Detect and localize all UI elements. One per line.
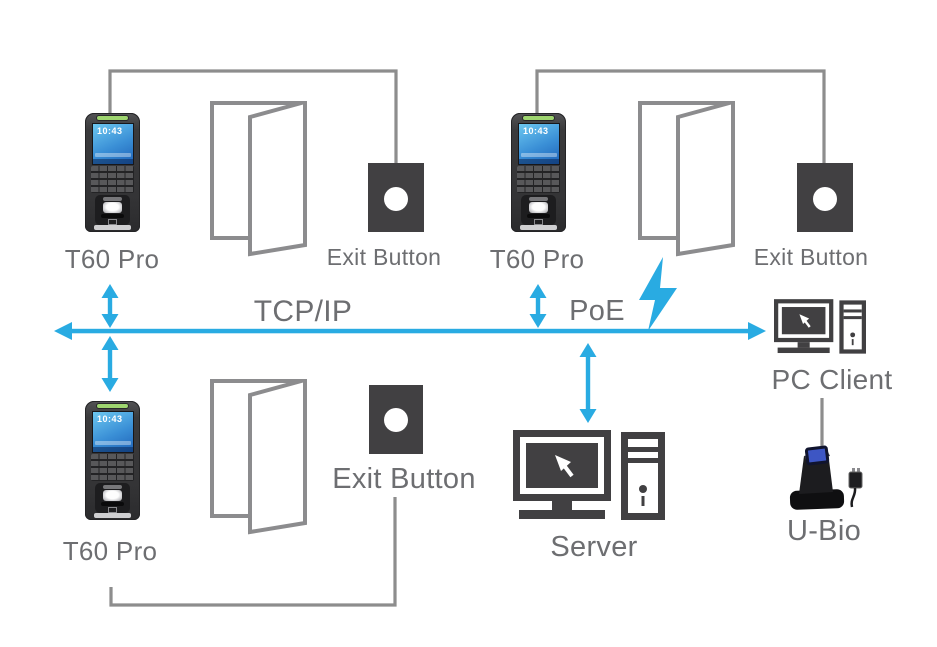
link-arrow-icon bbox=[529, 284, 547, 328]
t60-screen: 10:43 bbox=[92, 411, 134, 453]
network-bus-arrow-icon bbox=[54, 322, 766, 340]
door-icon bbox=[210, 101, 307, 256]
lightning-icon bbox=[639, 257, 677, 331]
pc-client-icon bbox=[774, 299, 866, 355]
label-exit-top-left: Exit Button bbox=[326, 244, 442, 270]
usb-reader-icon bbox=[789, 445, 863, 510]
t60-pro-terminal: 10:43 bbox=[85, 401, 140, 520]
fingerprint-sensor-icon bbox=[529, 201, 548, 214]
label-exit-bottom-left: Exit Button bbox=[332, 463, 476, 495]
label-pc-client: PC Client bbox=[771, 364, 893, 395]
t60-pro-terminal: 10:43 bbox=[511, 113, 566, 232]
t60-screen-time: 10:43 bbox=[523, 126, 549, 136]
t60-screen-time: 10:43 bbox=[97, 414, 123, 424]
t60-led-strip bbox=[97, 404, 128, 408]
t60-keypad bbox=[517, 166, 560, 193]
t60-keypad bbox=[91, 166, 134, 193]
t60-led-strip bbox=[523, 116, 554, 120]
door-icon bbox=[638, 101, 735, 256]
t60-fingerprint-panel bbox=[521, 195, 556, 225]
exit-button-icon bbox=[369, 385, 423, 454]
wire-top-left bbox=[108, 69, 398, 165]
link-arrow-icon bbox=[579, 343, 597, 423]
label-exit-top-right: Exit Button bbox=[753, 244, 869, 270]
label-ubio: U-Bio bbox=[786, 515, 861, 547]
fingerprint-sensor-icon bbox=[103, 201, 122, 214]
label-t60-bottom-left: T60 Pro bbox=[62, 536, 158, 566]
link-arrow-icon bbox=[101, 336, 119, 392]
t60-base-bar bbox=[94, 225, 131, 230]
label-t60-top-right: T60 Pro bbox=[489, 244, 585, 274]
t60-screen-time: 10:43 bbox=[97, 126, 123, 136]
t60-keypad bbox=[91, 454, 134, 481]
t60-fingerprint-panel bbox=[95, 195, 130, 225]
t60-base-bar bbox=[94, 513, 131, 518]
wire-bottom-left bbox=[109, 497, 397, 607]
wire-lines bbox=[108, 69, 826, 607]
wire-top-right bbox=[535, 69, 826, 165]
label-poe: PoE bbox=[569, 295, 625, 327]
link-arrow-icon bbox=[101, 284, 119, 328]
server-icon bbox=[513, 430, 665, 522]
door-icon bbox=[210, 379, 307, 534]
t60-pro-terminal: 10:43 bbox=[85, 113, 140, 232]
label-tcpip: TCP/IP bbox=[253, 295, 353, 328]
fingerprint-sensor-icon bbox=[103, 489, 122, 502]
exit-button-icon bbox=[797, 163, 853, 232]
exit-button-icon bbox=[368, 163, 424, 232]
t60-led-strip bbox=[97, 116, 128, 120]
t60-screen: 10:43 bbox=[518, 123, 560, 165]
t60-screen: 10:43 bbox=[92, 123, 134, 165]
t60-base-bar bbox=[520, 225, 557, 230]
label-server: Server bbox=[550, 531, 638, 563]
t60-fingerprint-panel bbox=[95, 483, 130, 513]
label-t60-top-left: T60 Pro bbox=[64, 244, 160, 274]
